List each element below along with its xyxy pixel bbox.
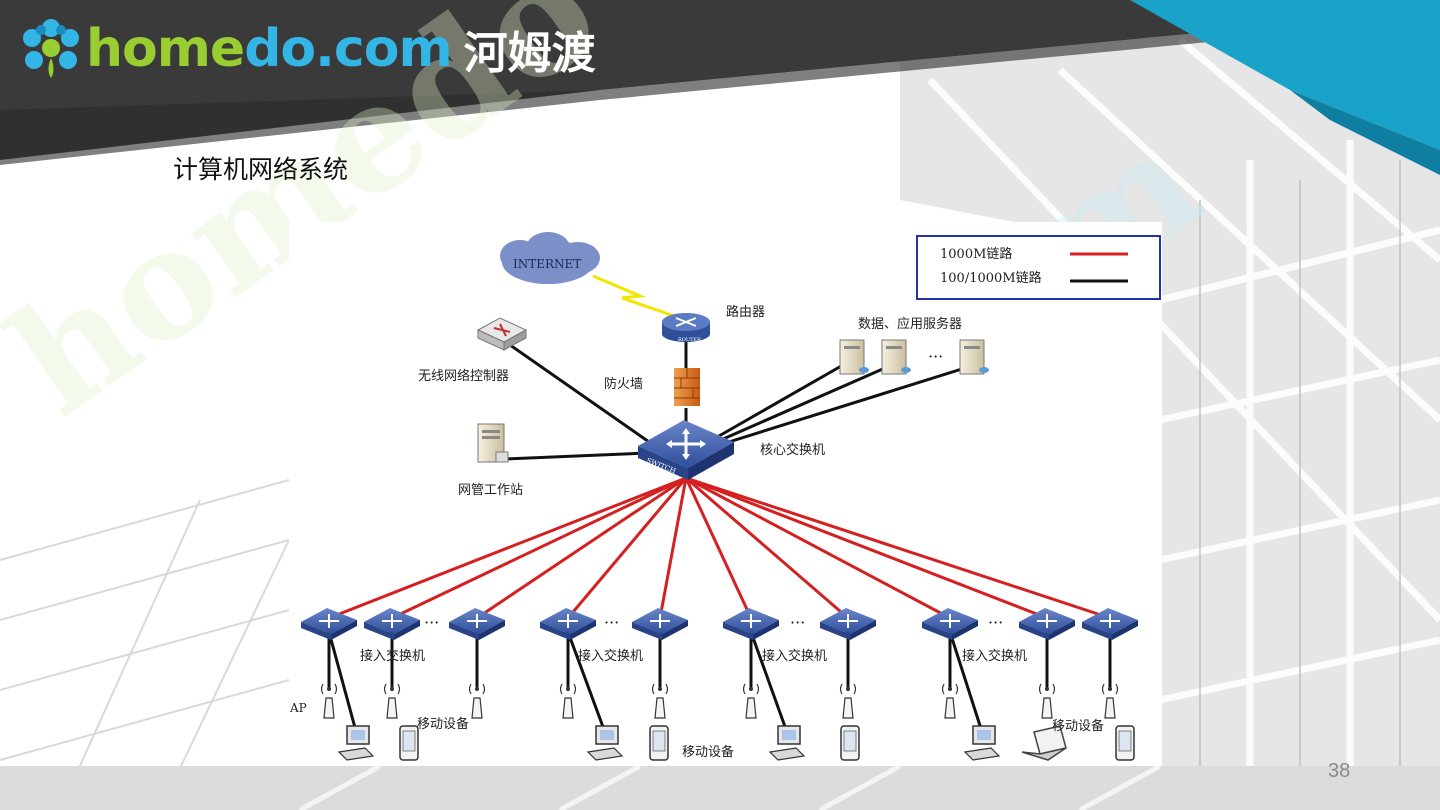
mobile-group [399,725,1135,761]
fiber-links [328,476,1111,620]
access-switch-icon [540,608,596,640]
access-point-icon [839,683,857,719]
network-topology-diagram: 1000M链路 100/1000M链路 [289,232,1161,761]
access-switch-group [301,608,1138,640]
mobile-device-label: 移动设备 [682,744,734,760]
server-icon [839,339,869,375]
logo-wordmark: homedo.com [86,23,453,75]
servers-label: 数据、应用服务器 [858,316,962,332]
router-label: 路由器 [726,304,765,320]
logo-wordmark-home: home [86,19,245,79]
access-switch-label: 接入交换机 [360,648,425,664]
internet-cloud-icon: INTERNET [500,232,600,284]
desktop-pc-icon [963,725,1001,761]
access-switch-label: 接入交换机 [962,648,1027,664]
access-switch-icon [1019,608,1075,640]
access-point-icon [651,683,669,719]
access-point-icon [941,683,959,719]
access-switch-icon [723,608,779,640]
access-ellipsis: ··· [790,613,805,632]
access-switch-icon [820,608,876,640]
access-point-icon [1101,683,1119,719]
legend-label-100-1000m: 100/1000M链路 [940,270,1042,286]
server-icon [959,339,989,375]
wireless-controller-icon [476,317,528,351]
logo-chinese-name: 河姆渡 [463,28,596,79]
router-icon: ROUTER [662,313,710,343]
legend-label-1000m: 1000M链路 [940,246,1012,262]
slide-title: 计算机网络系统 [173,155,349,184]
nms-label: 网管工作站 [458,483,523,498]
access-switch-label: 接入交换机 [578,648,643,664]
access-ellipsis: ··· [604,613,619,632]
router-icon-text: ROUTER [678,337,701,343]
access-switch-icon [632,608,688,640]
core-switch-icon: SWITCH [638,420,734,480]
access-point-icon [1038,683,1056,719]
internet-label: INTERNET [513,257,581,271]
server-icon [881,339,911,375]
mobile-device-label: 移动设备 [417,716,469,732]
access-switch-icon [922,608,978,640]
desktop-pc-icon [768,725,806,761]
access-point-icon [742,683,760,719]
access-switch-label: 接入交换机 [762,648,827,664]
wan-link-bolt [592,274,681,320]
core-switch-label: 核心交换机 [760,442,825,458]
mobile-device-icon [1115,725,1135,761]
desktop-pc-icon [586,725,624,761]
wireless-controller-label: 无线网络控制器 [418,368,509,384]
copper-links [327,336,1112,736]
ap-group [320,683,1119,719]
pc-group [337,725,1001,761]
access-point-icon [559,683,577,719]
brand-logo[interactable]: homedo.com 河姆渡 [16,14,596,84]
access-ellipsis: ··· [988,613,1003,632]
mobile-device-icon [840,725,860,761]
page-number: 38 [1328,760,1351,782]
access-switch-icon [1082,608,1138,640]
access-point-icon [320,683,338,719]
laptop-icon [1021,725,1067,761]
access-switch-icon [301,608,357,640]
mobile-device-icon [399,725,419,761]
workstation-icon [477,423,509,463]
mobile-device-icon [649,725,669,761]
access-ellipsis: ··· [424,613,439,632]
desktop-pc-icon [337,725,375,761]
access-point-icon [383,683,401,719]
ap-label: AP [289,701,307,715]
mobile-device-label: 移动设备 [1052,718,1104,734]
firewall-icon [674,368,700,406]
access-switch-icon [449,608,505,640]
network-diagram-panel: 1000M链路 100/1000M链路 [289,222,1162,766]
legend: 1000M链路 100/1000M链路 [916,235,1161,300]
logo-wordmark-domain: do.com [244,19,452,79]
firewall-label: 防火墙 [604,376,643,392]
flower-logo-icon [23,19,79,78]
access-switch-icon [364,608,420,640]
access-point-icon [468,683,486,719]
servers-ellipsis: ··· [928,347,943,366]
